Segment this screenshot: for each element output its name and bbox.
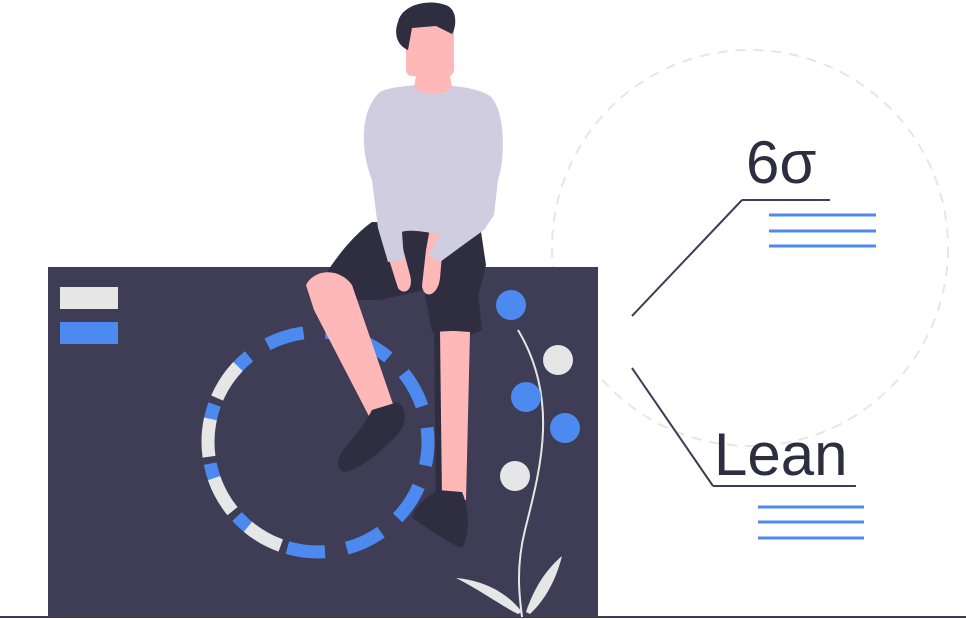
board-blue-bar xyxy=(60,322,118,344)
plant-dot-blue xyxy=(496,290,526,320)
lean-label: Lean xyxy=(714,421,847,488)
six-sigma-label: 6σ xyxy=(746,129,816,196)
connector-line-six-sigma xyxy=(631,199,743,317)
plant-dot-blue xyxy=(511,382,541,412)
six-sigma-text-lines xyxy=(769,213,876,248)
plant-dot-gray xyxy=(543,345,573,375)
plant-icon xyxy=(456,290,580,618)
dashed-background-circle xyxy=(551,49,949,447)
lean-text-lines xyxy=(758,505,864,540)
person-sitting-icon xyxy=(306,2,503,548)
plant-dot-blue xyxy=(550,413,580,443)
board-gray-bar xyxy=(60,287,118,309)
connector-line-lean xyxy=(631,367,714,487)
plant-dot-gray xyxy=(500,461,530,491)
